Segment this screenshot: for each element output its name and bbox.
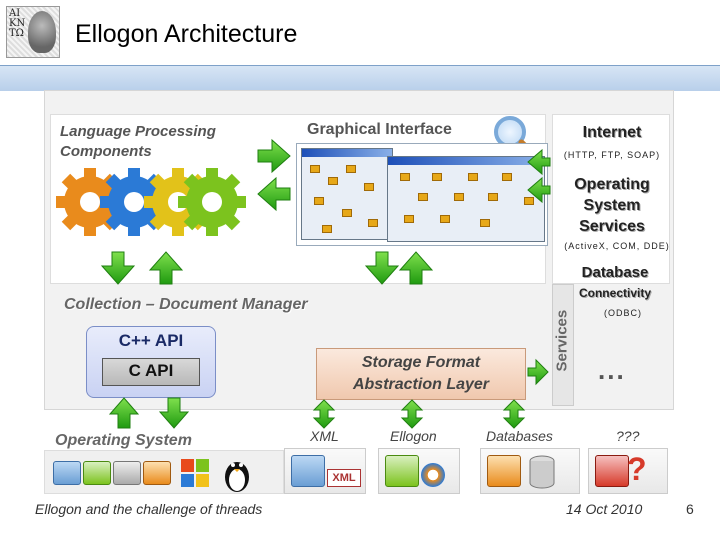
arrow-left-os bbox=[527, 176, 551, 204]
lp-components-label: Language Processing Components bbox=[60, 122, 250, 162]
ellogon-gear-icon bbox=[421, 463, 445, 487]
arrow-down-os bbox=[158, 397, 190, 429]
folder-icon bbox=[487, 455, 521, 487]
arrow-right-storage bbox=[527, 358, 549, 386]
arrow-databases bbox=[502, 399, 526, 429]
page-number: 6 bbox=[686, 501, 694, 517]
storage-format-label: Storage Format Abstraction Layer bbox=[316, 352, 526, 396]
arrow-down-gui bbox=[364, 251, 400, 285]
xml-icon: XML bbox=[327, 469, 361, 487]
penguin-icon bbox=[225, 462, 249, 492]
ellogon-tile bbox=[378, 448, 460, 494]
ellogon-label: Ellogon bbox=[390, 428, 437, 444]
internet-label: Internet bbox=[582, 124, 642, 141]
services-column bbox=[552, 114, 670, 284]
arrow-ellogon bbox=[400, 399, 424, 429]
folder-icon bbox=[113, 461, 141, 485]
internet-protocols: (HTTP, FTP, SOAP) bbox=[563, 150, 661, 160]
portrait-icon bbox=[28, 11, 56, 53]
os-services-line3: Services bbox=[579, 218, 645, 235]
arrow-left-internet bbox=[527, 148, 551, 176]
operating-system-label: Operating System bbox=[55, 432, 192, 449]
cdm-label: Collection – Document Manager bbox=[64, 296, 308, 313]
database-label: Database bbox=[581, 264, 649, 281]
os-services-line2: System bbox=[583, 197, 641, 214]
footer-date: 14 Oct 2010 bbox=[566, 501, 643, 517]
os-services-line1: Operating bbox=[574, 176, 650, 193]
arrow-up-os bbox=[108, 397, 140, 429]
lp-line1: Language Processing bbox=[60, 123, 216, 140]
unknown-tile: ? bbox=[588, 448, 668, 494]
folder-icon bbox=[385, 455, 419, 487]
arrow-left-1 bbox=[257, 176, 291, 212]
graphical-interface-label: Graphical Interface bbox=[307, 121, 452, 138]
arrow-up-gui bbox=[398, 251, 434, 285]
title-band bbox=[0, 65, 720, 91]
database-icon bbox=[529, 455, 555, 489]
folder-icon bbox=[143, 461, 171, 485]
footer-text: Ellogon and the challenge of threads bbox=[35, 501, 263, 517]
cpp-api-label: C++ API bbox=[118, 331, 184, 350]
storage-line1: Storage Format bbox=[361, 354, 481, 371]
unknown-label: ??? bbox=[616, 428, 640, 444]
databases-label: Databases bbox=[486, 428, 553, 444]
folder-icon bbox=[83, 461, 111, 485]
storage-format-box bbox=[316, 348, 526, 400]
c-api-label: C API bbox=[128, 361, 174, 380]
os-services-protocols: (ActiveX, COM, DDE) bbox=[564, 241, 670, 251]
slide-title: Ellogon Architecture bbox=[75, 20, 298, 48]
arrow-xml bbox=[312, 399, 336, 429]
os-services-label: Operating System Services bbox=[556, 174, 668, 237]
databases-tile bbox=[480, 448, 580, 494]
gui-window-graph bbox=[387, 156, 545, 242]
storage-line2: Abstraction Layer bbox=[352, 376, 490, 393]
gui-screenshot bbox=[296, 143, 548, 246]
xml-tile: XML bbox=[284, 448, 366, 494]
lp-line2: Components bbox=[60, 143, 152, 160]
services-bar bbox=[552, 284, 574, 406]
more-services: ... bbox=[598, 355, 626, 385]
folder-icon bbox=[53, 461, 81, 485]
windows-icon bbox=[181, 459, 209, 487]
xml-label: XML bbox=[310, 428, 339, 444]
folder-icon bbox=[595, 455, 629, 487]
c-api-box bbox=[102, 358, 200, 386]
connectivity-label: Connectivity bbox=[578, 286, 651, 300]
question-icon: ? bbox=[627, 451, 647, 487]
database-protocols: (ODBC) bbox=[604, 308, 642, 318]
arrow-right-1 bbox=[257, 138, 291, 174]
arrow-down-lp bbox=[100, 251, 136, 285]
folder-icon bbox=[291, 455, 325, 487]
arrow-up-lp bbox=[148, 251, 184, 285]
os-icons-strip bbox=[44, 450, 284, 494]
